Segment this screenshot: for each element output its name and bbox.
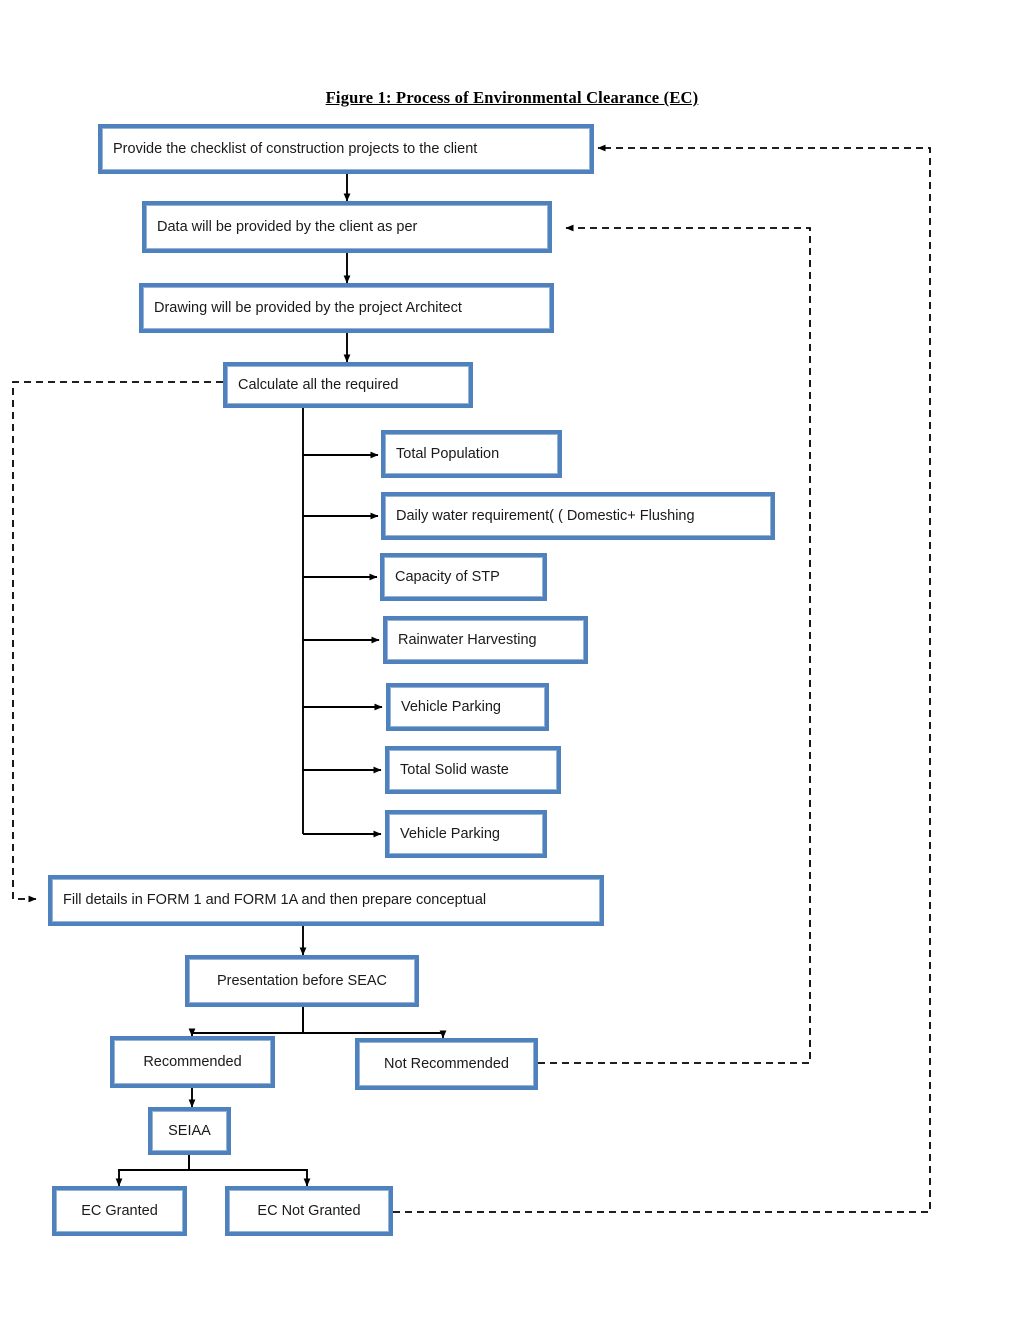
node-daily-water-label: Daily water requirement( ( Domestic+ Flu… — [396, 507, 695, 524]
node-calculate-required[interactable]: Calculate all the required — [223, 362, 473, 408]
arrow-seiaa-to-ec-granted — [115, 1155, 190, 1187]
node-capacity-stp-inner: Capacity of STP — [384, 557, 543, 597]
node-recommended-inner: Recommended — [114, 1040, 271, 1084]
node-provide-checklist-label: Provide the checklist of construction pr… — [113, 140, 478, 157]
node-total-solid-waste-label: Total Solid waste — [400, 761, 509, 778]
node-rainwater-harvesting-label: Rainwater Harvesting — [398, 631, 537, 648]
node-daily-water-inner: Daily water requirement( ( Domestic+ Flu… — [385, 496, 771, 536]
page-title: Figure 1: Process of Environmental Clear… — [325, 88, 699, 107]
node-vehicle-parking-2-inner: Vehicle Parking — [389, 814, 543, 854]
node-rainwater-harvesting[interactable]: Rainwater Harvesting — [383, 616, 588, 664]
node-provide-checklist[interactable]: Provide the checklist of construction pr… — [98, 124, 594, 174]
node-ec-granted[interactable]: EC Granted — [52, 1186, 187, 1236]
node-fill-form-label: Fill details in FORM 1 and FORM 1A and t… — [63, 892, 487, 909]
node-vehicle-parking-2[interactable]: Vehicle Parking — [385, 810, 547, 858]
arrow-presentation-to-recommended — [188, 1007, 304, 1037]
node-rainwater-harvesting-inner: Rainwater Harvesting — [387, 620, 584, 660]
node-drawing-by-architect-inner: Drawing will be provided by the project … — [143, 287, 550, 329]
node-presentation-seac[interactable]: Presentation before SEAC — [185, 955, 419, 1007]
node-vehicle-parking-1-inner: Vehicle Parking — [390, 687, 545, 727]
node-recommended[interactable]: Recommended — [110, 1036, 275, 1088]
node-seiaa[interactable]: SEIAA — [148, 1107, 231, 1155]
node-ec-granted-label: EC Granted — [81, 1202, 158, 1219]
node-data-by-client[interactable]: Data will be provided by the client as p… — [142, 201, 552, 253]
node-total-population[interactable]: Total Population — [381, 430, 562, 478]
node-fill-form-inner: Fill details in FORM 1 and FORM 1A and t… — [52, 879, 600, 922]
node-not-recommended-label: Not Recommended — [384, 1055, 509, 1072]
node-recommended-label: Recommended — [143, 1053, 242, 1070]
arrow-presentation-to-not-recommended — [302, 1007, 447, 1039]
node-presentation-seac-label: Presentation before SEAC — [216, 972, 388, 989]
node-fill-form[interactable]: Fill details in FORM 1 and FORM 1A and t… — [48, 875, 604, 926]
node-presentation-seac-inner: Presentation before SEAC — [189, 959, 415, 1003]
node-ec-not-granted-inner: EC Not Granted — [229, 1190, 389, 1232]
node-total-population-label: Total Population — [396, 445, 500, 462]
node-ec-not-granted[interactable]: EC Not Granted — [225, 1186, 393, 1236]
node-total-population-inner: Total Population — [385, 434, 558, 474]
node-provide-checklist-inner: Provide the checklist of construction pr… — [102, 128, 590, 170]
node-data-by-client-inner: Data will be provided by the client as p… — [146, 205, 548, 249]
node-ec-not-granted-label: EC Not Granted — [257, 1202, 361, 1219]
node-not-recommended-inner: Not Recommended — [359, 1042, 534, 1086]
node-not-recommended[interactable]: Not Recommended — [355, 1038, 538, 1090]
dashed-calculate-to-fill-form — [12, 381, 223, 903]
node-calculate-required-label: Calculate all the required — [238, 376, 399, 393]
node-drawing-by-architect-label: Drawing will be provided by the project … — [154, 299, 462, 316]
node-ec-granted-inner: EC Granted — [56, 1190, 183, 1232]
node-data-by-client-label: Data will be provided by the client as p… — [157, 218, 418, 235]
node-capacity-stp[interactable]: Capacity of STP — [380, 553, 547, 601]
node-calculate-required-inner: Calculate all the required — [227, 366, 469, 404]
node-total-solid-waste[interactable]: Total Solid waste — [385, 746, 561, 794]
node-seiaa-label: SEIAA — [168, 1122, 211, 1139]
node-daily-water[interactable]: Daily water requirement( ( Domestic+ Flu… — [381, 492, 775, 540]
node-vehicle-parking-1[interactable]: Vehicle Parking — [386, 683, 549, 731]
node-drawing-by-architect[interactable]: Drawing will be provided by the project … — [139, 283, 554, 333]
node-total-solid-waste-inner: Total Solid waste — [389, 750, 557, 790]
node-seiaa-inner: SEIAA — [152, 1111, 227, 1151]
node-vehicle-parking-2-label: Vehicle Parking — [400, 825, 500, 842]
node-capacity-stp-label: Capacity of STP — [395, 568, 500, 585]
node-vehicle-parking-1-label: Vehicle Parking — [401, 698, 501, 715]
arrow-seiaa-to-ec-not-granted — [188, 1155, 311, 1187]
